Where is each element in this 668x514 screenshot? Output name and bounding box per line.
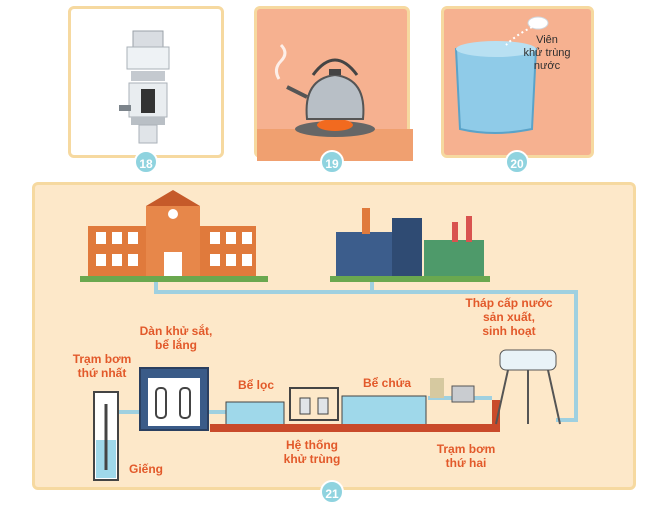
disinfect-label: Hệ thống khử trùng: [283, 438, 341, 466]
water-tower: [495, 349, 561, 425]
tower-label: Tháp cấp nước sản xuất, sinh hoạt: [465, 296, 553, 338]
tablet-icon: [527, 16, 549, 30]
storage-tank: [341, 395, 427, 429]
panel-number-20: 20: [505, 150, 529, 174]
well-label: Giếng: [128, 462, 163, 476]
iron-removal-tank: [139, 367, 209, 431]
disinfection-system: [289, 387, 339, 421]
tablet-label: Viên khử trùng nước: [523, 34, 571, 72]
storage-label: Bể chứa: [362, 376, 412, 390]
panel-number-21: 21: [320, 480, 344, 504]
second-pump-station: [430, 378, 475, 403]
water-filter-illustration: [119, 30, 170, 144]
pump1-label: Trạm bơm thứ nhất: [72, 352, 132, 380]
iron-removal-label: Dàn khử sắt, bể lắng: [139, 324, 213, 352]
pump2-label: Trạm bơm thứ hai: [436, 442, 496, 470]
panel-20-disinfection-tablet: [441, 6, 594, 158]
filter-label: Bể lọc: [237, 378, 274, 392]
panel-18-water-filter: [68, 6, 224, 158]
water-glass-illustration: [454, 16, 549, 134]
factory: [330, 208, 490, 282]
panel-number-19: 19: [320, 150, 344, 174]
school-building: [80, 190, 268, 282]
underground-pipe: [210, 400, 500, 432]
well-pump-station: [93, 391, 119, 481]
panel-number-18: 18: [134, 150, 158, 174]
